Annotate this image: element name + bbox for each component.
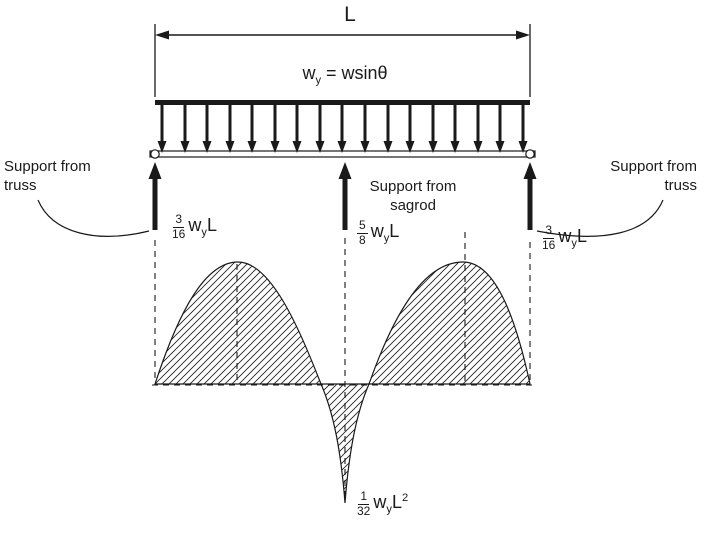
reaction-expression: wyL [370, 221, 400, 245]
support-label-middle: Support from sagrod [369, 178, 457, 214]
reaction-expression: wyL [188, 215, 217, 239]
reaction-arrow-middle [339, 162, 352, 230]
load-equation-label: wy = wsinθ [302, 63, 388, 87]
support-label-left: Support from truss [4, 158, 91, 194]
distributed-load [155, 100, 530, 155]
dimension-arrowhead-left [155, 30, 169, 40]
moment-diagram [152, 232, 533, 504]
dimension-label: L [344, 3, 356, 26]
beam-pin-right [525, 149, 535, 159]
support-label-right: Support from truss [610, 158, 697, 194]
moment-hump-left [154, 261, 322, 385]
moment-spike-center [320, 383, 370, 504]
leader-line-right [536, 199, 664, 237]
leader-line-left [37, 199, 150, 237]
beam [149, 150, 536, 158]
reaction-arrow-right [524, 162, 537, 230]
moment-expression: wyL2 [373, 492, 409, 516]
dimension-arrowhead-right [516, 30, 530, 40]
moment-hump-right [368, 261, 531, 385]
reaction-expression: wyL [558, 226, 587, 250]
beam-pin-left [150, 149, 160, 159]
reaction-arrow-left [149, 162, 162, 230]
dimension-annotation [154, 24, 531, 97]
